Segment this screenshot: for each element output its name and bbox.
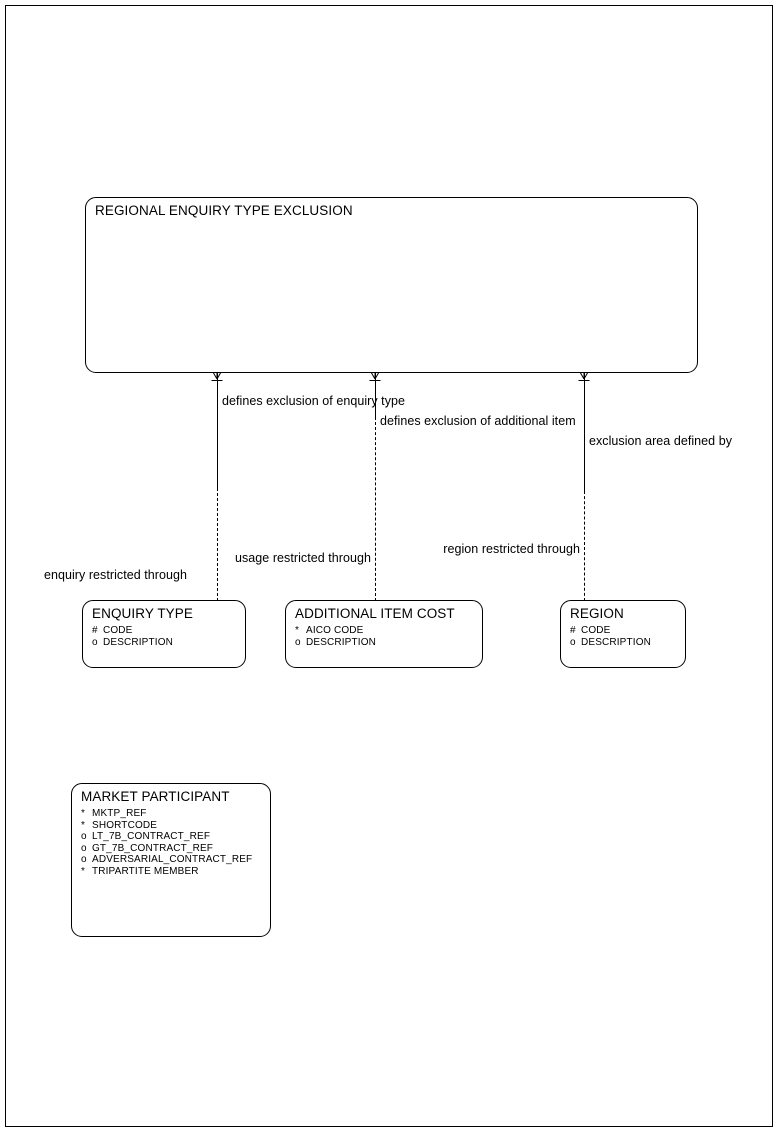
- attribute-marker: *: [81, 865, 86, 877]
- relationship-label-region-restricted-through: region restricted through: [443, 542, 580, 556]
- attribute-name: ADVERSARIAL_CONTRACT_REF: [92, 854, 253, 866]
- attribute-marker: o: [81, 831, 87, 843]
- relationship-label-enquiry-restricted-through: enquiry restricted through: [43, 568, 187, 582]
- attribute-marker: #: [92, 625, 98, 636]
- connector-region-dashed: [584, 491, 585, 601]
- attribute-marker: *: [81, 808, 86, 819]
- connector-enquiry-type-dashed: [217, 488, 218, 601]
- attribute-row: o DESCRIPTION: [570, 636, 685, 649]
- attribute-list: # CODE o DESCRIPTION: [570, 625, 685, 649]
- attribute-name: CODE: [103, 625, 133, 636]
- attribute-name: SHORTCODE: [92, 819, 158, 831]
- attribute-marker: o: [81, 842, 87, 854]
- attribute-row: # CODE: [570, 625, 685, 637]
- attribute-row: o DESCRIPTION: [92, 636, 245, 649]
- attribute-row: * AICO CODE: [295, 625, 482, 637]
- attribute-list: # CODE o DESCRIPTION: [92, 625, 245, 649]
- connector-enquiry-type-solid: [217, 372, 218, 488]
- attribute-marker: *: [81, 819, 86, 831]
- attribute-name: DESCRIPTION: [103, 636, 173, 648]
- attribute-name: DESCRIPTION: [581, 636, 651, 648]
- entity-title: ADDITIONAL ITEM COST: [295, 606, 455, 621]
- attribute-row: * SHORTCODE: [81, 819, 270, 832]
- attribute-row: o DESCRIPTION: [295, 636, 482, 649]
- attribute-name: GT_7B_CONTRACT_REF: [92, 842, 214, 854]
- entity-region[interactable]: REGION # CODE o DESCRIPTION: [560, 600, 686, 668]
- attribute-row: * MKTP_REF: [81, 808, 270, 820]
- connector-region-solid: [584, 372, 585, 491]
- attribute-marker: o: [81, 854, 87, 866]
- entity-title: ENQUIRY TYPE: [92, 606, 193, 621]
- attribute-marker: #: [570, 625, 576, 636]
- attribute-name: CODE: [581, 625, 611, 636]
- attribute-name: TRIPARTITE MEMBER: [92, 865, 199, 877]
- entity-title: MARKET PARTICIPANT: [81, 789, 230, 804]
- attribute-marker: *: [295, 625, 300, 636]
- attribute-name: DESCRIPTION: [306, 636, 376, 648]
- entity-market-participant[interactable]: MARKET PARTICIPANT * MKTP_REF * SHORTCODE …: [71, 783, 271, 937]
- attribute-marker: o: [92, 636, 98, 648]
- relationship-label-defines-exclusion-of-additional-item: defines exclusion of additional item: [380, 414, 576, 428]
- attribute-row: * TRIPARTITE MEMBER: [81, 865, 270, 878]
- attribute-marker: o: [570, 636, 576, 648]
- connector-additional-item-solid: [375, 372, 376, 417]
- attribute-name: MKTP_REF: [92, 808, 147, 819]
- attribute-list: * AICO CODE o DESCRIPTION: [295, 625, 482, 649]
- entity-regional-enquiry-type-exclusion[interactable]: REGIONAL ENQUIRY TYPE EXCLUSION: [85, 197, 698, 373]
- attribute-row: o GT_7B_CONTRACT_REF: [81, 842, 270, 855]
- connector-additional-item-dashed: [375, 417, 376, 601]
- relationship-label-defines-exclusion-of-enquiry-type: defines exclusion of enquiry type: [222, 394, 406, 408]
- attribute-row: o LT_7B_CONTRACT_REF: [81, 831, 270, 843]
- attribute-list: * MKTP_REF * SHORTCODE o LT_7B_CONTRACT_REF…: [81, 808, 270, 878]
- attribute-name: AICO CODE: [306, 625, 364, 636]
- page-border: [5, 5, 773, 1127]
- relationship-label-usage-restricted-through: usage restricted through: [234, 551, 371, 565]
- entity-title: REGIONAL ENQUIRY TYPE EXCLUSION: [95, 203, 353, 218]
- attribute-marker: o: [295, 636, 301, 648]
- attribute-row: o ADVERSARIAL_CONTRACT_REF: [81, 854, 270, 866]
- entity-enquiry-type[interactable]: ENQUIRY TYPE # CODE o DESCRIPTION: [82, 600, 246, 668]
- attribute-row: # CODE: [92, 625, 245, 637]
- attribute-name: LT_7B_CONTRACT_REF: [92, 831, 211, 843]
- entity-title: REGION: [570, 606, 624, 621]
- entity-additional-item-cost[interactable]: ADDITIONAL ITEM COST * AICO CODE o DESCRIP…: [285, 600, 483, 668]
- relationship-label-exclusion-area-defined-by: exclusion area defined by: [589, 434, 733, 448]
